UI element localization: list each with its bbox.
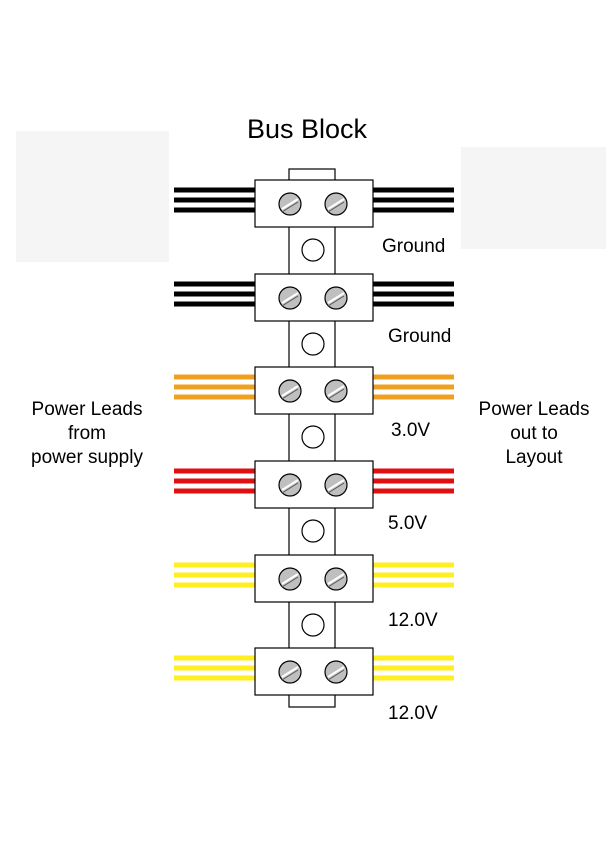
terminal-block-3 (254, 366, 374, 415)
right-label-line-3: Layout (505, 447, 563, 468)
wire-right-2-1 (373, 281, 454, 287)
wire-left-3-2 (174, 384, 255, 390)
screw-slot-5-2 (327, 573, 345, 585)
diagram-title: Bus Block (246, 114, 368, 144)
terminal-block-1 (254, 179, 374, 228)
screw-slot-6-2 (327, 666, 345, 678)
wire-left-1-3 (174, 207, 255, 213)
wire-right-4-1 (373, 468, 454, 474)
wire-left-5-3 (174, 582, 255, 588)
wire-left-6-2 (174, 665, 255, 671)
wire-left-2-2 (174, 291, 255, 297)
right-label: Power Leads out to Layout (460, 398, 608, 470)
wire-left-1-1 (174, 187, 255, 193)
wire-right-4-3 (373, 488, 454, 494)
screw-slot-shadow-3-1 (281, 388, 299, 400)
wire-right-4-2 (373, 478, 454, 484)
screw-slot-5-1 (281, 573, 299, 585)
wire-left-1-2 (174, 197, 255, 203)
terminal-2 (174, 273, 454, 322)
terminal-5 (174, 554, 454, 603)
screw-slot-4-1 (281, 479, 299, 491)
wire-left-4-2 (174, 478, 255, 484)
wire-left-3-3 (174, 394, 255, 400)
wire-right-6-3 (373, 675, 454, 681)
left-label-line-3: power supply (31, 447, 143, 468)
screw-slot-6-1 (281, 666, 299, 678)
terminals-layer (174, 179, 454, 696)
screw-slot-3-1 (281, 385, 299, 397)
terminal-label-6: 12.0V (388, 703, 438, 724)
screw-slot-shadow-6-2 (327, 669, 345, 681)
wire-left-6-1 (174, 655, 255, 661)
wire-right-5-1 (373, 562, 454, 568)
screw-slot-shadow-1-2 (327, 201, 345, 213)
terminal-label-4: 5.0V (388, 513, 428, 534)
screw-slot-1-2 (327, 198, 345, 210)
left-label-line-2: from (68, 423, 106, 444)
wire-right-1-1 (373, 187, 454, 193)
wire-left-6-3 (174, 675, 255, 681)
left-label-line-1: Power Leads (31, 399, 143, 420)
terminal-block-4 (254, 460, 374, 509)
mounting-hole-4 (301, 519, 325, 543)
wire-right-1-2 (373, 197, 454, 203)
mounting-hole-2 (301, 332, 325, 356)
mounting-hole-5 (301, 613, 325, 637)
terminal-6 (174, 647, 454, 696)
wire-left-5-1 (174, 562, 255, 568)
terminal-label-5: 12.0V (388, 610, 438, 631)
terminal-block-6 (254, 647, 374, 696)
wire-right-1-3 (373, 207, 454, 213)
screw-slot-shadow-5-2 (327, 576, 345, 588)
right-placeholder-panel (461, 147, 606, 249)
right-label-line-1: Power Leads (478, 399, 590, 420)
screw-slot-shadow-4-2 (327, 482, 345, 494)
wire-left-2-3 (174, 301, 255, 307)
terminal-label-1: Ground (382, 236, 446, 257)
terminal-1 (174, 179, 454, 228)
mounting-hole-3 (301, 425, 325, 449)
wire-right-2-2 (373, 291, 454, 297)
screw-slot-shadow-5-1 (281, 576, 299, 588)
wire-right-3-2 (373, 384, 454, 390)
screw-slot-4-2 (327, 479, 345, 491)
screw-slot-shadow-6-1 (281, 669, 299, 681)
wire-right-5-3 (373, 582, 454, 588)
terminal-label-2: Ground (388, 326, 452, 347)
wire-left-4-3 (174, 488, 255, 494)
terminal-3 (174, 366, 454, 415)
wire-left-3-1 (174, 374, 255, 380)
terminal-label-3: 3.0V (391, 420, 431, 441)
wire-left-4-1 (174, 468, 255, 474)
mounting-hole-1 (301, 238, 325, 262)
screw-slot-shadow-1-1 (281, 201, 299, 213)
right-label-line-2: out to (510, 423, 558, 444)
wire-right-5-2 (373, 572, 454, 578)
terminal-4 (174, 460, 454, 509)
terminal-block-5 (254, 554, 374, 603)
screw-slot-2-2 (327, 292, 345, 304)
left-label: Power Leads from power supply (12, 398, 162, 470)
screw-slot-shadow-4-1 (281, 482, 299, 494)
screw-slot-2-1 (281, 292, 299, 304)
wire-left-5-2 (174, 572, 255, 578)
wire-right-6-2 (373, 665, 454, 671)
screw-slot-shadow-2-1 (281, 295, 299, 307)
wire-right-6-1 (373, 655, 454, 661)
wire-right-2-3 (373, 301, 454, 307)
left-placeholder-panel (16, 131, 169, 262)
wire-left-2-1 (174, 281, 255, 287)
wire-right-3-1 (373, 374, 454, 380)
terminal-block-2 (254, 273, 374, 322)
screw-slot-shadow-2-2 (327, 295, 345, 307)
screw-slot-3-2 (327, 385, 345, 397)
screw-slot-1-1 (281, 198, 299, 210)
screw-slot-shadow-3-2 (327, 388, 345, 400)
wire-right-3-3 (373, 394, 454, 400)
